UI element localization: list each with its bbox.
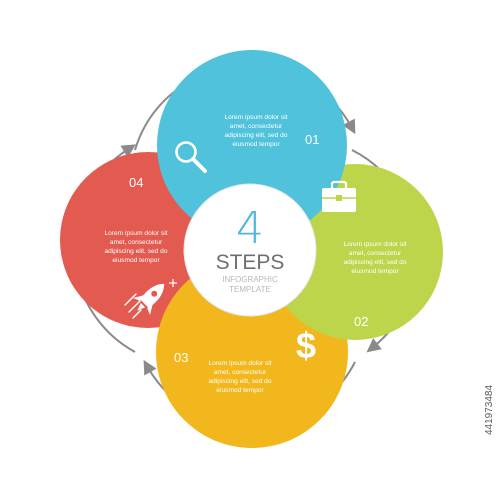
- briefcase-icon: [322, 180, 356, 212]
- step-02-text-line-1: Lorem ipsum dolor sit: [343, 241, 406, 248]
- step-04-text-line-3: adipiscing elit, sed do: [104, 248, 167, 255]
- center-disc: [183, 183, 317, 317]
- step-03-text-line-2: amet, consectetur: [214, 369, 267, 376]
- step-02-text-line-4: eiusmod tempor: [351, 268, 399, 275]
- step-01-circle: [157, 50, 347, 240]
- step-01-text-line-1: Lorem ipsum dolor sit: [224, 114, 287, 121]
- step-03-text-line-4: eiusmod tempor: [216, 387, 264, 394]
- center-subtitle-2: TEMPLATE: [229, 285, 271, 294]
- step-04-text-line-2: amet, consectetur: [110, 239, 163, 246]
- magnifier-icon: [175, 141, 207, 173]
- step-03: $ Lorem ipsum dolor sit amet, consectetu…: [174, 325, 316, 394]
- step-02-text-line-2: amet, consectetur: [349, 250, 402, 257]
- watermark-id: 441973484: [484, 385, 495, 435]
- step-04-number: 04: [129, 175, 143, 190]
- step-01-text-line-3: adipiscing elit, sed do: [224, 132, 287, 139]
- star-icon: [169, 279, 177, 287]
- step-01-number: 01: [305, 132, 319, 147]
- rocket-icon: [133, 283, 165, 315]
- step-03-number: 03: [174, 350, 188, 365]
- step-03-text-line-1: Lorem ipsum dolor sit: [208, 360, 271, 367]
- dollar-icon: $: [296, 325, 316, 366]
- step-01-text-line-4: eiusmod tempor: [232, 141, 280, 148]
- center-title: STEPS: [216, 251, 285, 274]
- step-02-number: 02: [354, 314, 368, 329]
- step-04: 04 Lorem ipsum dolor sit amet, consectet…: [104, 175, 177, 319]
- center-number: 4: [236, 203, 264, 254]
- step-01: Lorem ipsum dolor sit amet, consectetur …: [175, 114, 319, 173]
- speed-lines: [124, 293, 142, 319]
- step-02: Lorem ipsum dolor sit amet, consectetur …: [322, 180, 407, 329]
- step-01-text-line-2: amet, consectetur: [230, 123, 283, 130]
- step-04-text-line-1: Lorem ipsum dolor sit: [104, 230, 167, 237]
- center-subtitle-1: INFOGRAPHIC: [222, 275, 278, 284]
- step-04-text-line-4: eiusmod tempor: [112, 257, 160, 264]
- step-02-text-line-3: adipiscing elit, sed do: [343, 259, 406, 266]
- step-03-text-line-3: adipiscing elit, sed do: [208, 378, 271, 385]
